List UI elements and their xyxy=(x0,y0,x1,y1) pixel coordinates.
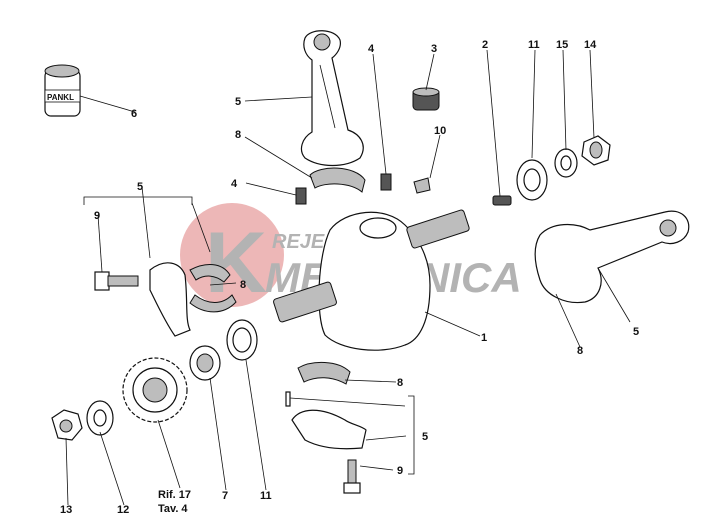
part-1-crankshaft xyxy=(273,209,470,351)
reference-line2: Tav. 4 xyxy=(158,503,188,515)
callout-5-top: 5 xyxy=(235,96,241,108)
callout-4-left: 4 xyxy=(231,178,238,190)
part-4-bolt-left xyxy=(295,187,307,205)
part-2-jet xyxy=(492,195,512,206)
callout-8-right: 8 xyxy=(577,345,583,357)
part-9-bolt-left xyxy=(94,271,139,291)
part-5-cap-left xyxy=(149,262,191,337)
part-12-washer xyxy=(86,400,114,436)
part-14-nut xyxy=(581,135,611,166)
part-8-bearing-left xyxy=(189,264,237,313)
callout-5-lower: 5 xyxy=(422,431,428,443)
callout-15: 15 xyxy=(556,39,568,51)
watermark-circle xyxy=(180,203,284,307)
part-4-bolt-right xyxy=(380,173,392,191)
callout-9-lower: 9 xyxy=(397,465,403,477)
watermark-letter: K xyxy=(205,215,267,311)
part-5-cap-lower xyxy=(285,391,367,450)
callout-8-top: 8 xyxy=(235,129,241,141)
part-5-connecting-rod-top xyxy=(300,30,364,167)
part-9-bolt-lower xyxy=(343,459,361,494)
leader-lines xyxy=(65,49,631,506)
part-8-bearing-top xyxy=(309,167,366,193)
reference-line1: Rif. 17 xyxy=(158,489,191,501)
part-5-connecting-rod-right xyxy=(534,210,690,304)
callout-5-left: 5 xyxy=(137,181,143,193)
callout-6: 6 xyxy=(131,108,137,120)
callout-14: 14 xyxy=(584,39,597,51)
callout-1: 1 xyxy=(481,332,487,344)
callout-10: 10 xyxy=(434,125,446,137)
callout-13: 13 xyxy=(60,504,72,516)
callout-12: 12 xyxy=(117,504,129,516)
gear-rif17 xyxy=(122,357,188,423)
part-11-washer-lower xyxy=(226,319,258,361)
part-3-plug xyxy=(412,87,440,111)
part-13-nut xyxy=(51,409,83,441)
callout-8-left: 8 xyxy=(240,279,246,291)
callout-9-left: 9 xyxy=(94,210,100,222)
part-11-washer-upper xyxy=(516,159,548,201)
callout-11-upper: 11 xyxy=(528,39,540,51)
callout-labels: 1 2 3 4 4 5 5 5 5 6 7 8 8 8 8 9 9 10 11 … xyxy=(60,39,639,516)
callout-7: 7 xyxy=(222,490,228,502)
part-6-bushing: PANKL xyxy=(44,64,81,117)
callout-2: 2 xyxy=(482,39,488,51)
bracket-group-5-lower xyxy=(408,395,415,475)
part-8-bearing-lower xyxy=(297,362,351,385)
part-10-key xyxy=(413,177,431,194)
callout-11-lower: 11 xyxy=(260,490,272,502)
callout-5-right: 5 xyxy=(633,326,639,338)
callout-4-right: 4 xyxy=(368,43,375,55)
part-15-washer xyxy=(554,148,578,178)
part-7-spacer xyxy=(189,345,221,381)
bracket-group-5-left xyxy=(83,196,193,205)
part-marking: PANKL xyxy=(47,93,74,102)
callout-3: 3 xyxy=(431,43,437,55)
callout-8-lower: 8 xyxy=(397,377,403,389)
